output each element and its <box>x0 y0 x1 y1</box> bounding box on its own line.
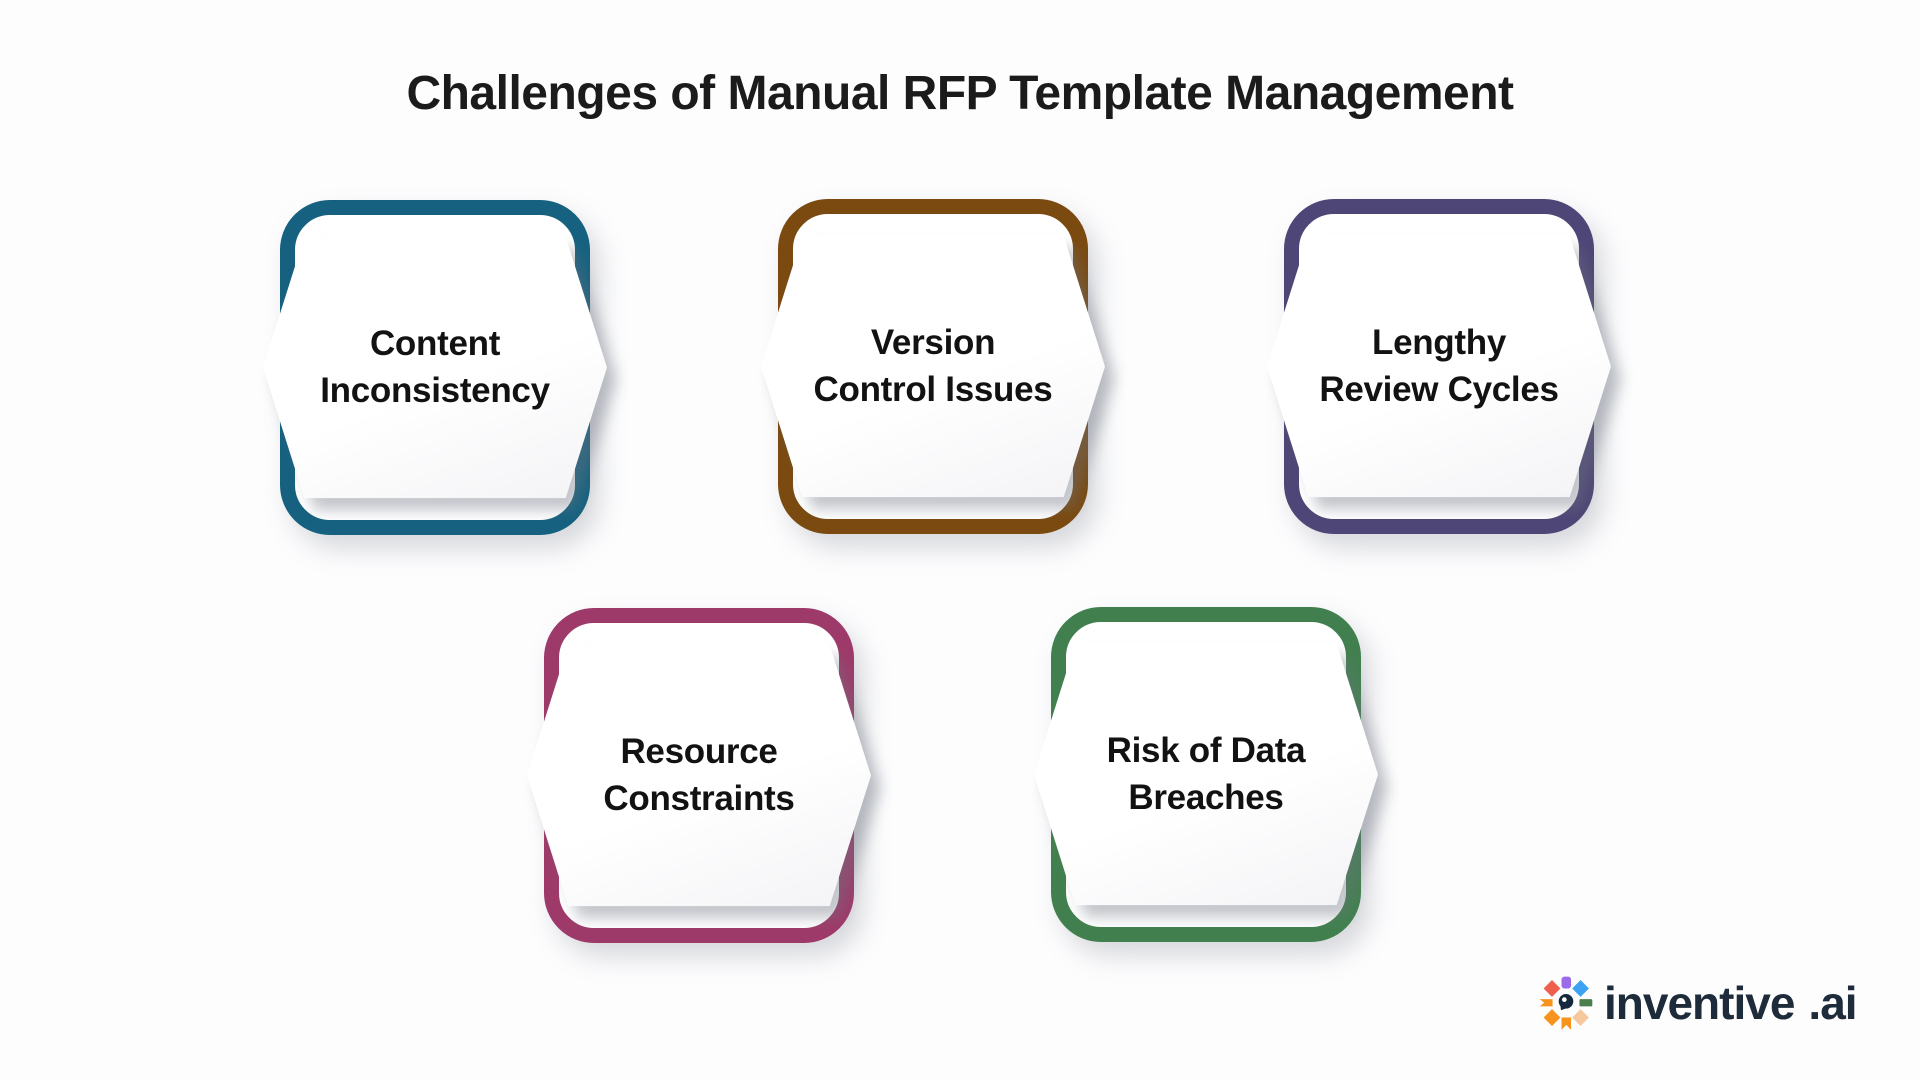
card-label-line2: Inconsistency <box>320 370 550 410</box>
hexagon-shape <box>1034 626 1378 923</box>
inventive-ai-logo: inventive .ai <box>1538 972 1858 1034</box>
hexagon-shape <box>263 219 607 516</box>
logo-suffix: .ai <box>1808 977 1857 1029</box>
card-label-line2: Breaches <box>1128 777 1284 817</box>
card-label: Version Control Issues <box>773 214 1093 519</box>
logo-word: inventive <box>1604 977 1795 1029</box>
inventive-pinwheel-icon <box>1539 976 1593 1030</box>
card-label-line2: Control Issues <box>813 369 1053 409</box>
card-label-line1: Risk of Data <box>1106 731 1306 771</box>
hexagon-shape <box>761 218 1105 515</box>
card-version-control-issues: Version Control Issues <box>761 199 1105 534</box>
hexagon-shape <box>527 627 871 924</box>
card-resource-constraints: Resource Constraints <box>527 608 871 943</box>
card-label-line1: Content <box>369 324 501 364</box>
card-label-line2: Review Cycles <box>1319 369 1559 409</box>
card-label: Content Inconsistency <box>275 215 595 520</box>
hexagon-shape <box>1267 218 1611 515</box>
card-label: Lengthy Review Cycles <box>1279 214 1599 519</box>
logo-text: inventive .ai <box>1604 976 1858 1030</box>
card-label-line1: Version <box>870 323 996 363</box>
card-lengthy-review-cycles: Lengthy Review Cycles <box>1267 199 1611 534</box>
card-risk-of-data-breaches: Risk of Data Breaches <box>1034 607 1378 942</box>
card-label: Risk of Data Breaches <box>1046 622 1366 927</box>
card-label-line1: Resource <box>620 732 778 772</box>
card-content-inconsistency: Content Inconsistency <box>263 200 607 535</box>
card-label-line1: Lengthy <box>1371 323 1506 363</box>
page-title: Challenges of Manual RFP Template Manage… <box>406 67 1514 120</box>
card-label: Resource Constraints <box>539 623 859 928</box>
card-label-line2: Constraints <box>603 778 795 818</box>
